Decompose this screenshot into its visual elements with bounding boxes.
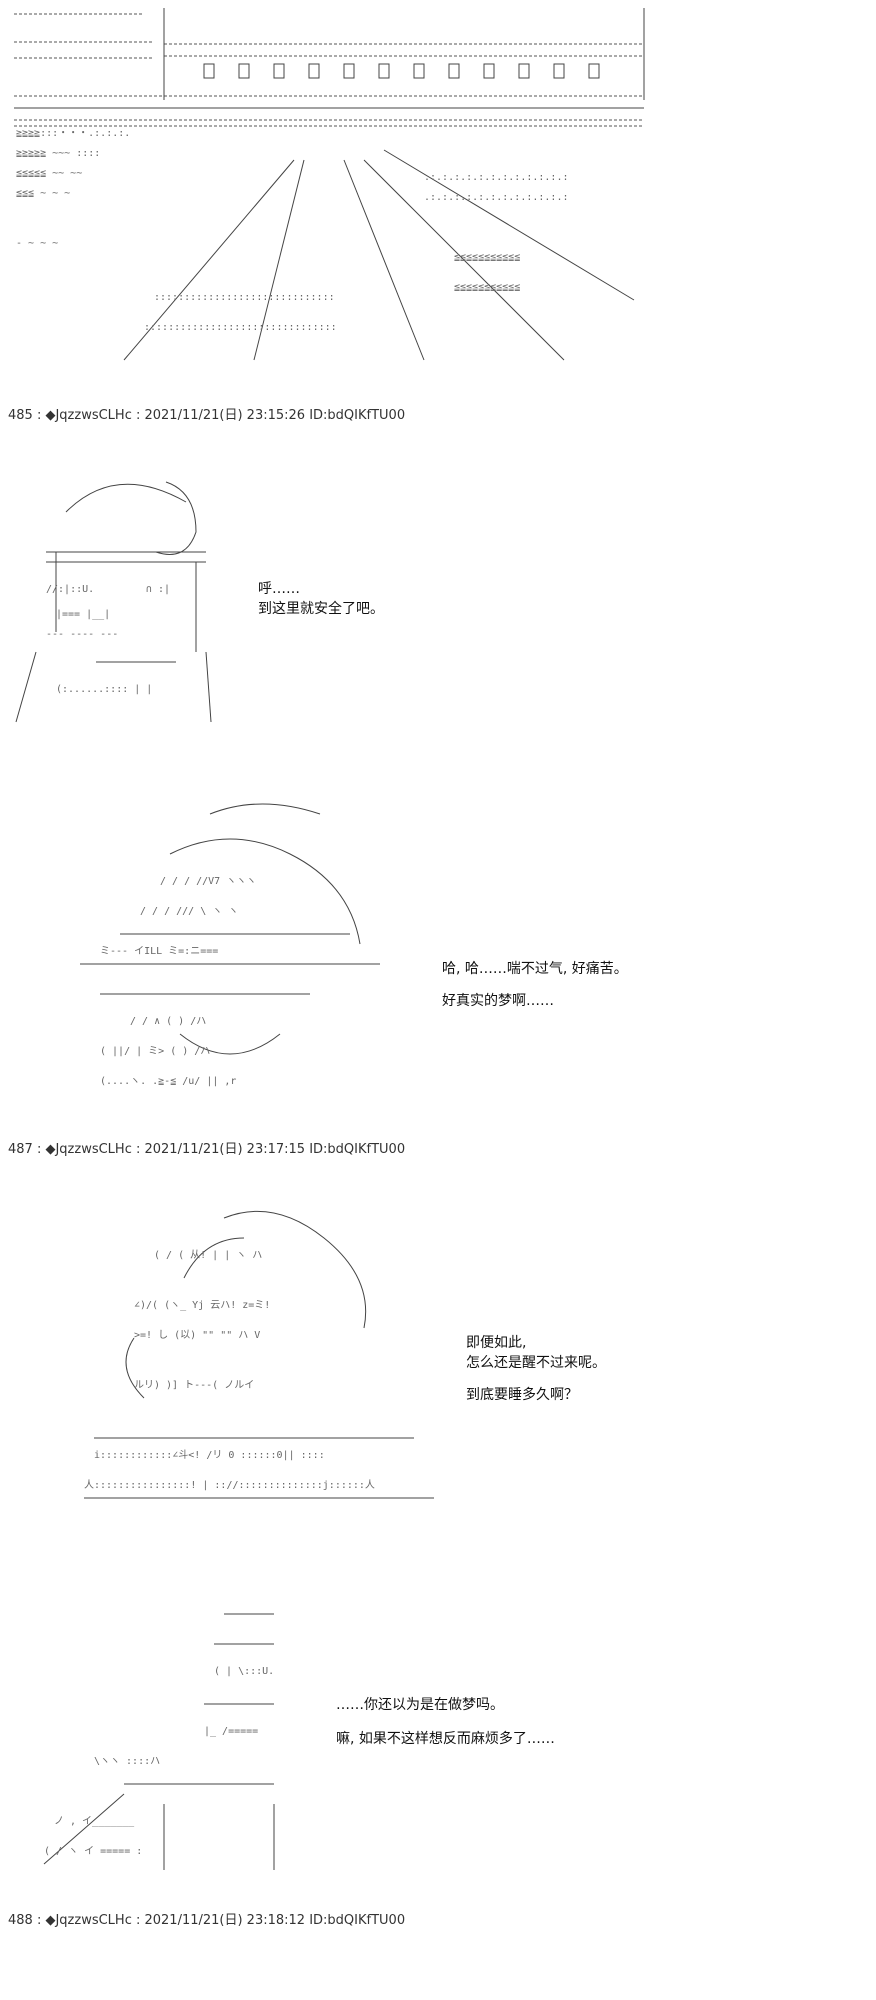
svg-text:(:......:::: | |: (:......:::: | |: [56, 684, 152, 695]
svg-text:≧≧≧≧:::・・・.:.:.:.: ≧≧≧≧:::・・・.:.:.:.: [16, 128, 130, 139]
dialogue-3-line-3: 到底要睡多久啊？: [466, 1387, 578, 1403]
post-header-485: 485 : ◆JqzzwsCLHc : 2021/11/21(日) 23:15:…: [8, 408, 406, 423]
svg-text:ルリ) )] ト---( ノルイ: ルリ) )] ト---( ノルイ: [134, 1380, 254, 1391]
svg-text:≧≧≧≧≧ ~~~ ::::: ≧≧≧≧≧ ~~~ ::::: [16, 148, 100, 159]
svg-text:≦≦≦≦≦ ~~ ~~: ≦≦≦≦≦ ~~ ~~: [16, 168, 82, 179]
svg-text:≦≦≦ ~ ~ ~: ≦≦≦ ~ ~ ~: [16, 188, 70, 199]
svg-text:|=== |__|: |=== |__|: [56, 609, 110, 620]
dialogue-4-line-2: 嘛, 如果不这样想反而麻烦多了……: [336, 1731, 555, 1747]
svg-text://:|::U.: //:|::U.: [46, 584, 94, 595]
svg-text:.:.:.:.:.:.:.:.:.:.:.:.:: .:.:.:.:.:.:.:.:.:.:.:.:: [424, 172, 569, 183]
svg-text:≦≦≦≦≦≦≦≦≦≦≦: ≦≦≦≦≦≦≦≦≦≦≦: [454, 282, 520, 293]
svg-text:(....ヽ. .≧-≦ /u/ || ,r: (....ヽ. .≧-≦ /u/ || ,r: [100, 1076, 236, 1087]
dialogue-4-line-1: ……你还以为是在做梦吗。: [336, 1697, 504, 1713]
dialogue-3-line-1: 即便如此,: [466, 1335, 527, 1351]
dialogue-1-line-2: 到这里就安全了吧。: [258, 601, 384, 617]
svg-text:i::::::::::::∠斗<! /リ 0 :::::: i::::::::::::∠斗<! /リ 0 ::::::0|| ::::: [94, 1449, 325, 1461]
svg-text:( / ヽ イ ===== :: ( / ヽ イ ===== :: [44, 1846, 142, 1857]
svg-text:|_ /=====: |_ /=====: [204, 1726, 258, 1737]
post-header-487: 487 : ◆JqzzwsCLHc : 2021/11/21(日) 23:17:…: [8, 1142, 406, 1157]
svg-text:/ / ∧ ( ) /ハ: / / ∧ ( ) /ハ: [130, 1016, 206, 1027]
dialogue-2-line-2: 好真实的梦啊……: [442, 993, 554, 1009]
svg-text:≦≦≦≦≦≦≦≦≦≦≦: ≦≦≦≦≦≦≦≦≦≦≦: [454, 252, 520, 263]
svg-text:ミ--- イILL ミ=:ニ===: ミ--- イILL ミ=:ニ===: [100, 946, 218, 957]
svg-text:人::::::::::::::::! | :://::::: 人::::::::::::::::! | :://::::::::::::::j…: [84, 1479, 375, 1491]
svg-text:>=! し (以) "" "" ハ V: >=! し (以) "" "" ハ V: [134, 1329, 260, 1341]
dialogue-1-line-1: 呼……: [258, 581, 300, 597]
svg-text:\ヽヽ ::::ハ: \ヽヽ ::::ハ: [94, 1756, 160, 1767]
character-art-4: ( | \:::U. |_ /===== \ヽヽ ::::ハ ノ , イ____…: [34, 1604, 294, 1876]
svg-text:/ / / //V7 ヽヽヽ: / / / //V7 ヽヽヽ: [160, 876, 256, 887]
svg-text:∩ :|: ∩ :|: [146, 584, 170, 595]
svg-text:( ||/ | ミ> ( ) /ハ: ( ||/ | ミ> ( ) /ハ: [100, 1046, 210, 1057]
svg-text:/ / / /// \ ヽ ヽ: / / / /// \ ヽ ヽ: [140, 906, 238, 917]
character-art-2: / / / //V7 ヽヽヽ / / / /// \ ヽ ヽ ミ--- イILL…: [60, 794, 408, 1104]
svg-text:ノ , イ_______: ノ , イ_______: [54, 1816, 135, 1827]
svg-text:- ~ ~ ~: - ~ ~ ~: [16, 238, 58, 249]
dialogue-3-line-2: 怎么还是醒不过来呢。: [466, 1355, 606, 1371]
svg-text:∠)/( (ヽ_ Yj 云ハ! z=ミ!: ∠)/( (ヽ_ Yj 云ハ! z=ミ!: [134, 1300, 270, 1311]
post-header-488: 488 : ◆JqzzwsCLHc : 2021/11/21(日) 23:18:…: [8, 1913, 406, 1928]
svg-text:( | \:::U.: ( | \:::U.: [214, 1666, 274, 1677]
station-scene-art: ≧≧≧≧:::・・・.:.:.:. ≧≧≧≧≧ ~~~ :::: ≦≦≦≦≦ ~…: [4, 0, 654, 372]
svg-text:( / ( 从! | | ヽ ハ: ( / ( 从! | | ヽ ハ: [154, 1250, 262, 1261]
character-art-1: //:|::U. ∩ :| |=== |__| --- ---- --- (:.…: [6, 452, 232, 730]
character-art-3: ( / ( 从! | | ヽ ハ ∠)/( (ヽ_ Yj 云ハ! z=ミ! >=…: [74, 1198, 444, 1514]
svg-text:::::::::::::::::::::::::::::::: ::::::::::::::::::::::::::::::::: [144, 322, 337, 333]
dialogue-2-line-1: 哈, 哈……喘不过气, 好痛苦。: [442, 961, 628, 977]
svg-text:::::::::::::::::::::::::::::::: ::::::::::::::::::::::::::::::: [154, 292, 335, 303]
svg-text:--- ---- ---: --- ---- ---: [46, 629, 118, 640]
svg-text:.:.:.:.:.:.:.:.:.:.:.:.:: .:.:.:.:.:.:.:.:.:.:.:.:: [424, 192, 569, 203]
